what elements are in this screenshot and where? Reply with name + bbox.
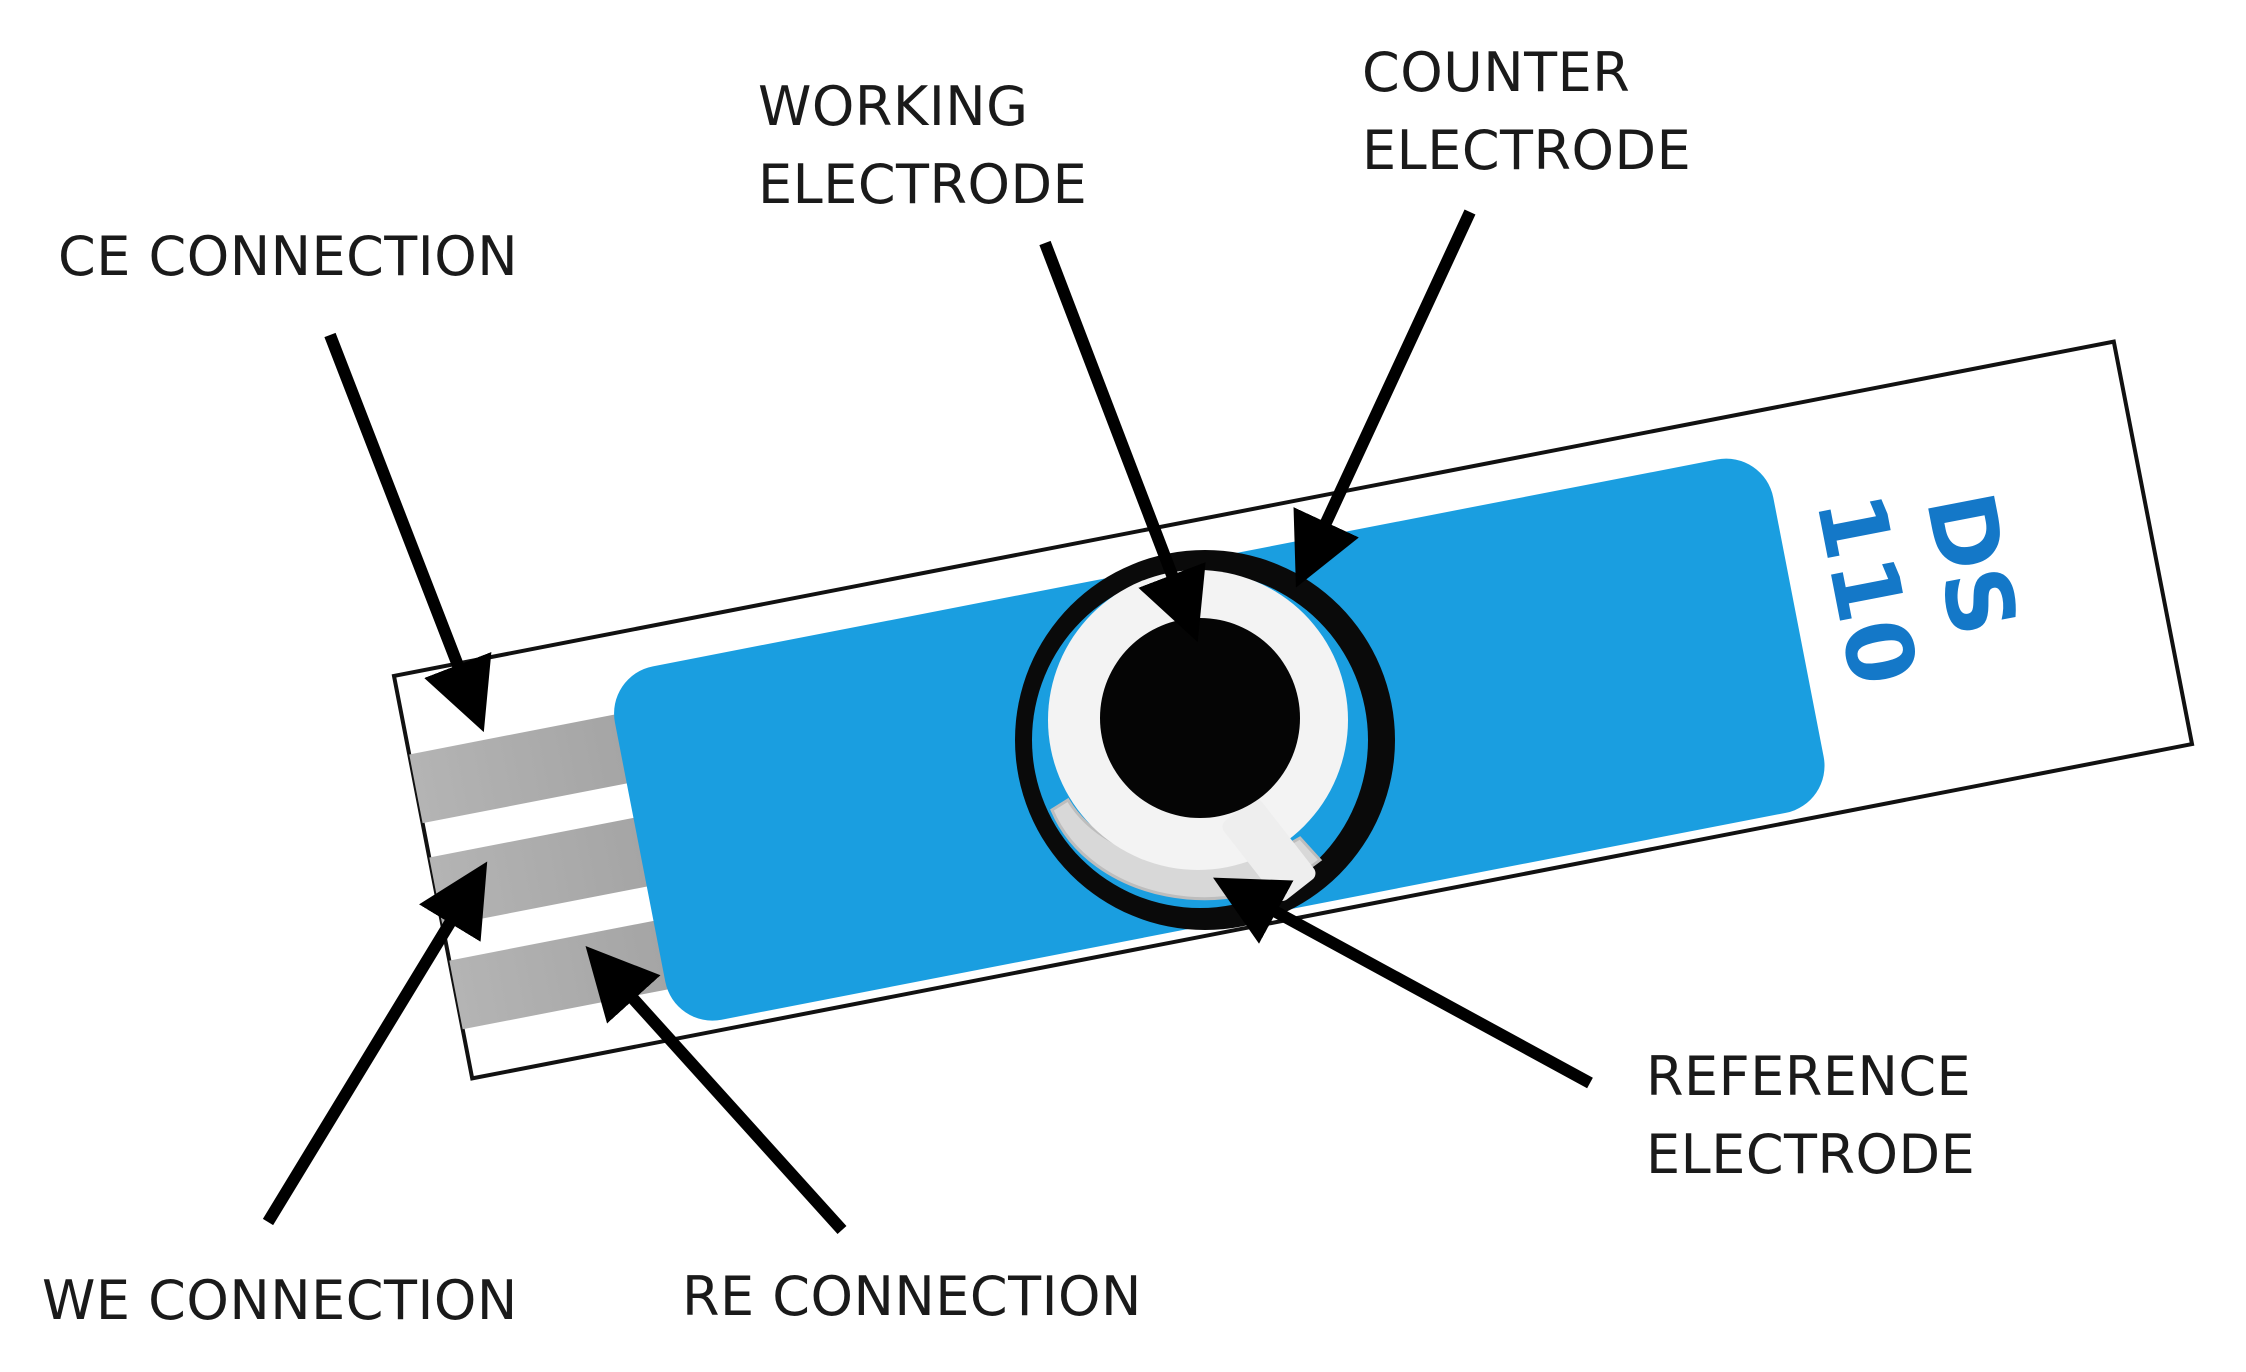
ce-connection-arrow	[324, 332, 492, 733]
counter-electrode-arrow	[1293, 209, 1476, 588]
reference-electrode-label-line1: REFERENCE	[1646, 1045, 1972, 1108]
ce-connection-label: CE CONNECTION	[58, 225, 519, 288]
model-text-line1: DS	[1905, 484, 2037, 644]
re-connection-label: RE CONNECTION	[682, 1265, 1142, 1328]
ce-contact-pad	[409, 706, 669, 824]
counter-electrode-label-line1: COUNTER	[1362, 41, 1631, 104]
working-electrode-label-line2: ELECTRODE	[758, 153, 1088, 216]
re-contact-pad	[449, 912, 709, 1030]
we-connection-arrow	[262, 861, 488, 1226]
electrode-assembly	[1015, 550, 1395, 930]
counter-electrode-label: COUNTER ELECTRODE	[1362, 34, 1691, 190]
pointer-arrows	[262, 209, 1593, 1235]
we-connection-label: WE CONNECTION	[42, 1269, 518, 1332]
reference-electrode-label-line2: ELECTRODE	[1646, 1123, 1976, 1186]
working-electrode-label-line1: WORKING	[758, 75, 1029, 138]
working-electrode-arrow	[1039, 240, 1206, 643]
counter-electrode-label-line2: ELECTRODE	[1362, 119, 1692, 182]
reference-electrode-arrow	[1213, 877, 1593, 1089]
contact-pads	[409, 706, 709, 1030]
we-contact-pad	[429, 809, 689, 927]
re-connection-arrow	[585, 945, 847, 1235]
reference-electrode-label: REFERENCE ELECTRODE	[1646, 1038, 1975, 1194]
working-electrode-disc	[1100, 618, 1300, 818]
working-electrode-label: WORKING ELECTRODE	[758, 68, 1087, 224]
reference-electrode-lead	[1222, 799, 1316, 901]
